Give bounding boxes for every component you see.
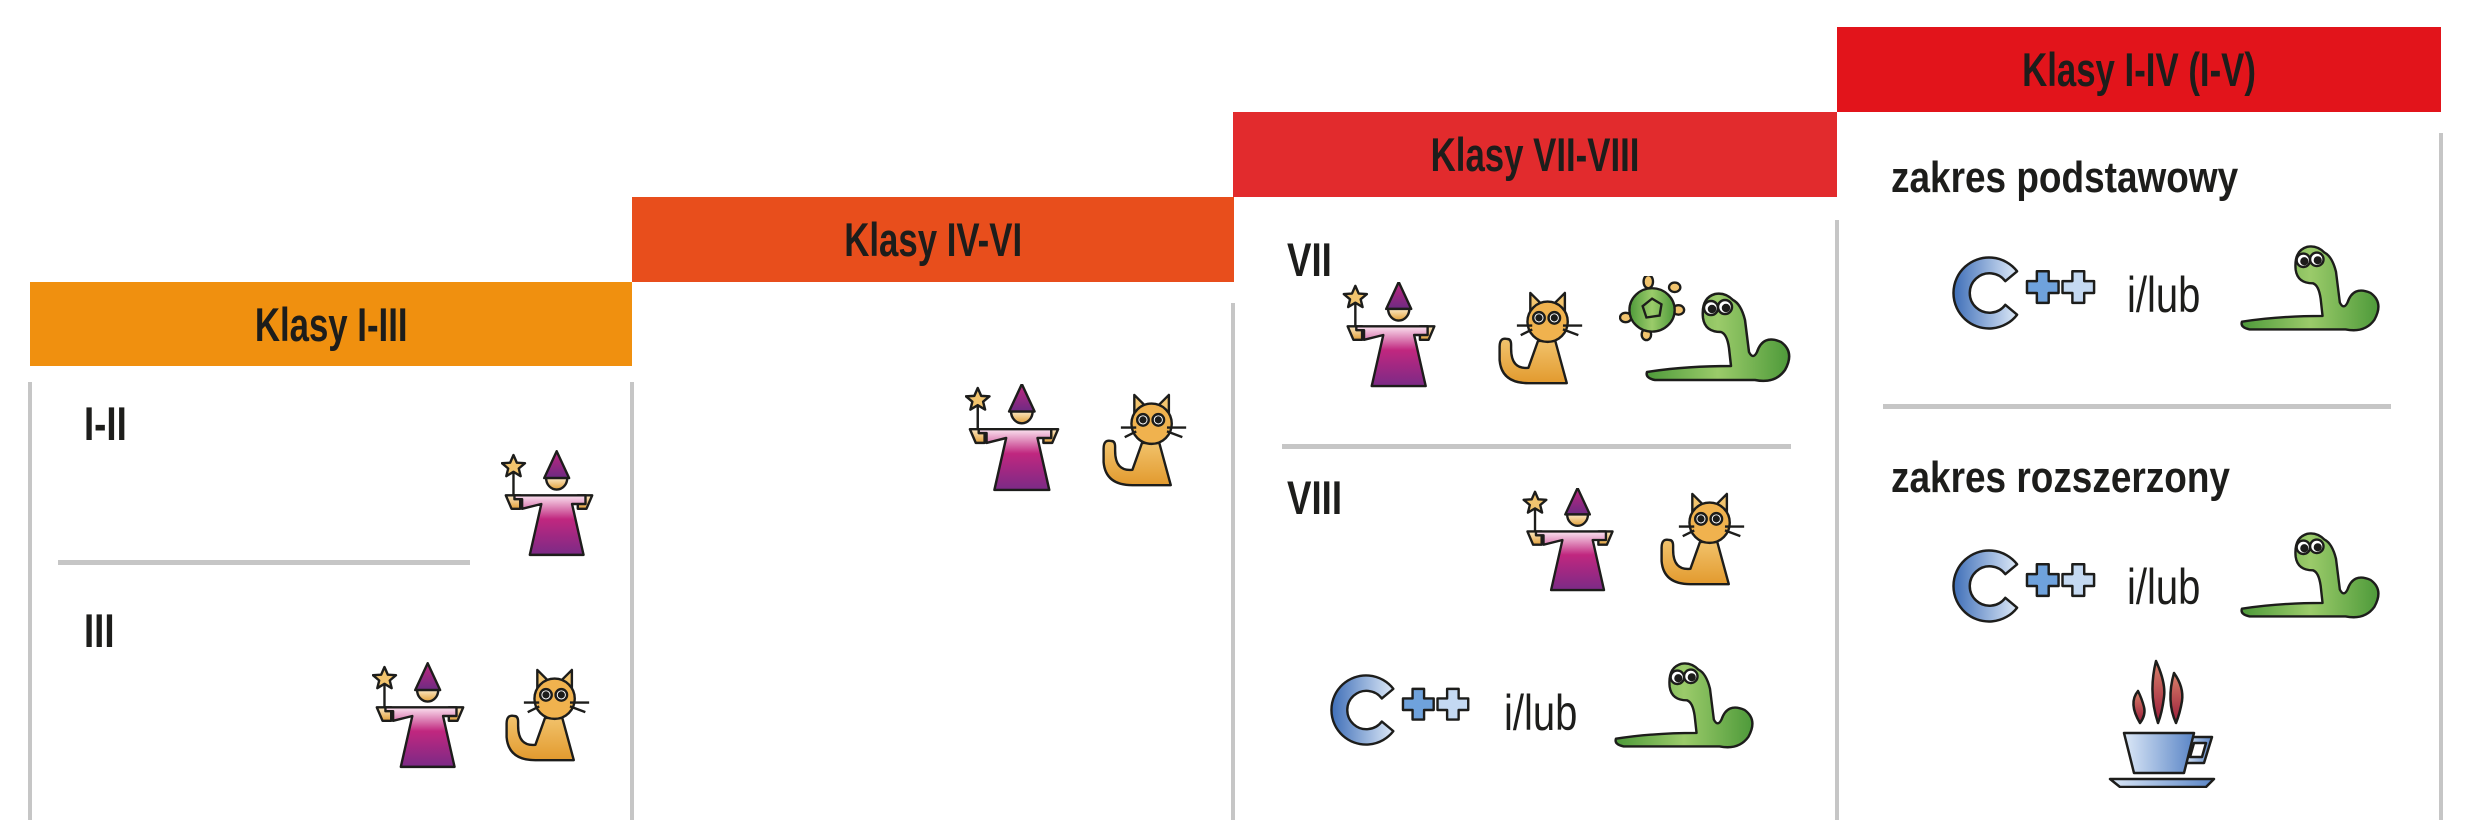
row-label: zakres podstawowy bbox=[1891, 153, 2239, 202]
header-klasy-vii-viii: Klasy VII-VIII bbox=[1233, 112, 1837, 197]
or-connector: i/lub bbox=[2127, 267, 2201, 323]
column-border bbox=[630, 382, 634, 820]
snake-icon bbox=[1645, 290, 1795, 390]
wizard-icon bbox=[965, 384, 1063, 492]
row-divider bbox=[1282, 444, 1791, 449]
row-label: I-II bbox=[84, 397, 127, 450]
column-border bbox=[1231, 303, 1235, 820]
column-title: Klasy I-III bbox=[254, 297, 408, 351]
column-title: Klasy IV-VI bbox=[844, 213, 1022, 266]
column-border bbox=[1835, 220, 1839, 820]
or-connector: i/lub bbox=[1504, 685, 1578, 741]
snake-icon bbox=[1614, 658, 1758, 758]
wizard-icon bbox=[1342, 282, 1440, 388]
cat-icon bbox=[1490, 291, 1586, 387]
snake-icon bbox=[2240, 242, 2384, 340]
header-klasy-i-iv: Klasy I-IV (I-V) bbox=[1837, 27, 2441, 112]
row-label: VII bbox=[1287, 233, 1332, 286]
snake-icon bbox=[2240, 528, 2384, 628]
cat-icon bbox=[1094, 393, 1190, 489]
or-connector: i/lub bbox=[2127, 559, 2201, 615]
row-label: zakres rozszerzony bbox=[1891, 453, 2230, 502]
cpp-icon bbox=[1952, 545, 2100, 627]
cpp-icon bbox=[1330, 670, 1474, 750]
column-title: Klasy I-IV (I-V) bbox=[2022, 43, 2256, 96]
cat-icon bbox=[1652, 492, 1748, 588]
coffee-icon bbox=[2108, 656, 2218, 788]
column-title: Klasy VII-VIII bbox=[1430, 128, 1640, 181]
column-border bbox=[2439, 133, 2443, 820]
row-label: VIII bbox=[1287, 471, 1343, 524]
header-klasy-iv-vi: Klasy IV-VI bbox=[632, 197, 1234, 282]
row-divider bbox=[1883, 404, 2391, 409]
row-divider bbox=[58, 560, 470, 565]
wizard-icon bbox=[372, 662, 468, 770]
cat-icon bbox=[497, 668, 593, 764]
wizard-icon bbox=[501, 450, 597, 558]
cpp-icon bbox=[1952, 252, 2100, 334]
header-klasy-i-iii: Klasy I-III bbox=[30, 282, 632, 366]
row-label: III bbox=[84, 604, 115, 657]
column-border bbox=[28, 382, 32, 820]
wizard-icon bbox=[1520, 488, 1620, 592]
